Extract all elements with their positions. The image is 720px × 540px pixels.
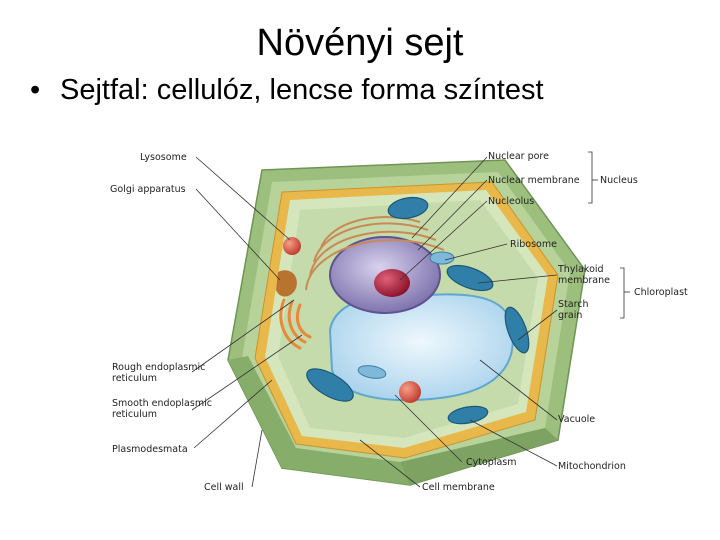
nucleus-bracket bbox=[588, 152, 598, 203]
label-vacuole: Vacuole bbox=[558, 414, 595, 425]
label-chloroplast: Chloroplast bbox=[634, 287, 688, 298]
label-starch-2: grain bbox=[558, 310, 582, 321]
vacuole bbox=[330, 294, 513, 400]
label-thylakoid-2: membrane bbox=[558, 275, 610, 286]
label-cytoplasm: Cytoplasm bbox=[466, 457, 517, 468]
label-golgi: Golgi apparatus bbox=[110, 184, 186, 195]
nucleolus bbox=[374, 269, 410, 297]
lysosome-2 bbox=[399, 381, 421, 403]
lysosome bbox=[283, 237, 301, 255]
label-rough-er-1: Rough endoplasmic bbox=[112, 362, 205, 373]
label-lysosome: Lysosome bbox=[140, 152, 187, 163]
label-rough-er-2: reticulum bbox=[112, 373, 157, 384]
label-smooth-er-2: reticulum bbox=[112, 409, 157, 420]
label-cell-wall: Cell wall bbox=[204, 482, 244, 493]
label-mitochondrion: Mitochondrion bbox=[558, 461, 626, 472]
chloroplast-bracket bbox=[620, 268, 630, 318]
label-nuclear-pore: Nuclear pore bbox=[488, 151, 549, 162]
label-starch-1: Starch bbox=[558, 299, 589, 310]
label-nucleus: Nucleus bbox=[600, 175, 638, 186]
label-nuclear-membrane: Nuclear membrane bbox=[488, 175, 580, 186]
label-nucleolus: Nucleolus bbox=[488, 196, 534, 207]
label-smooth-er-1: Smooth endoplasmic bbox=[112, 398, 212, 409]
label-plasmodesmata: Plasmodesmata bbox=[112, 444, 188, 455]
label-cell-membrane: Cell membrane bbox=[422, 482, 495, 493]
label-thylakoid-1: Thylakoid bbox=[557, 264, 604, 275]
label-ribosome: Ribosome bbox=[510, 239, 557, 250]
